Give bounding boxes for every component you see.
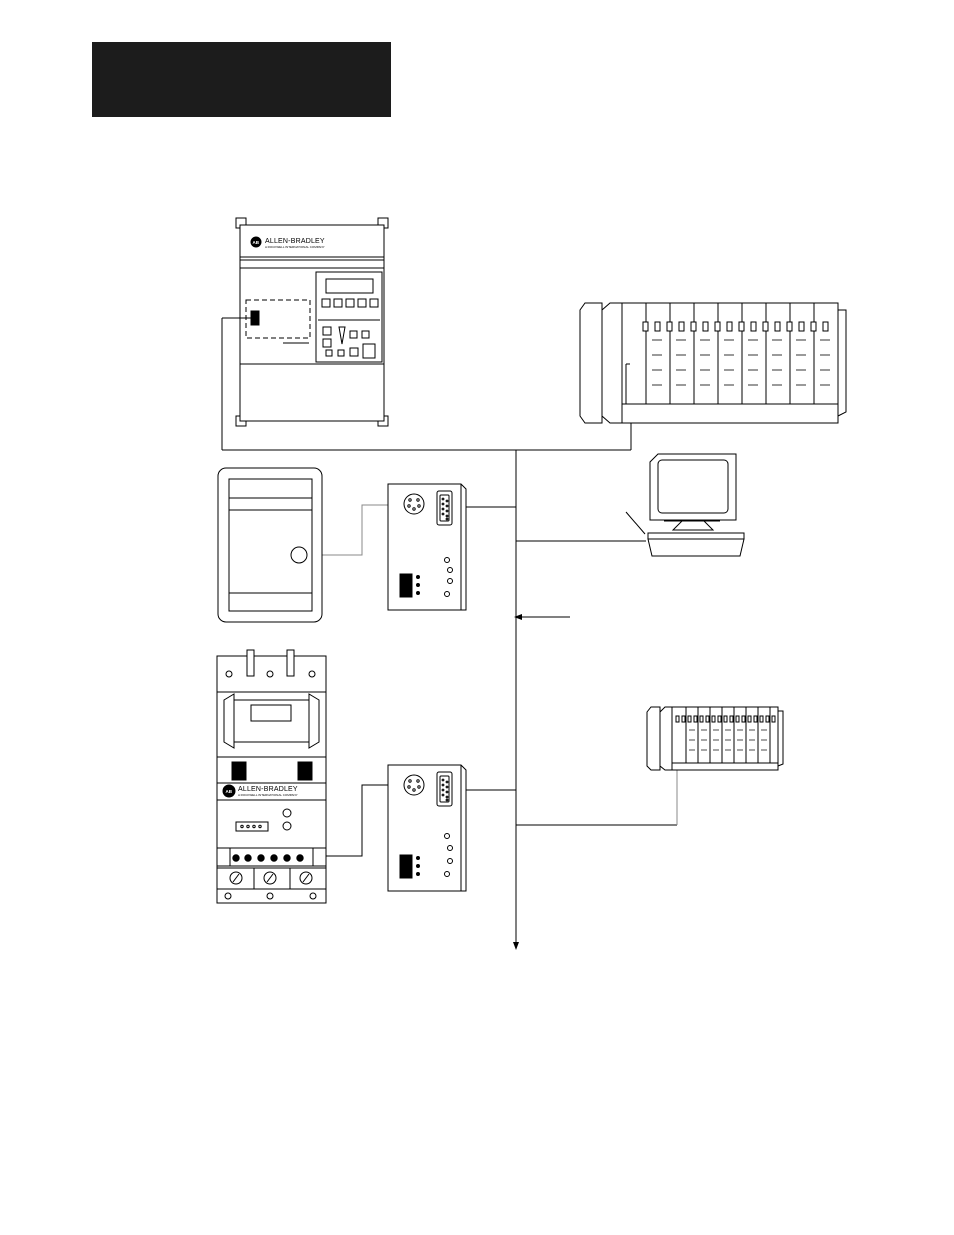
computer-icon — [625, 453, 745, 557]
drive-tagline: A ROCKWELL INTERNATIONAL COMPANY — [265, 245, 325, 249]
starter-tagline: A ROCKWELL INTERNATIONAL COMPANY — [238, 793, 298, 797]
plc-rack-icon — [579, 302, 847, 424]
network-cabling — [221, 317, 678, 950]
motor-starter-icon: AB ALLEN-BRADLEY A ROCKWELL INTERNATIONA… — [216, 649, 327, 904]
pc-tower-icon — [217, 467, 323, 623]
io-rack-icon — [646, 706, 784, 771]
network-interface-icon — [387, 483, 467, 611]
drive-brand-label: ALLEN-BRADLEY — [265, 238, 325, 245]
drive-logo: AB — [253, 240, 260, 245]
ac-drive-icon: AB ALLEN-BRADLEY A ROCKWELL INTERNATIONA… — [235, 217, 389, 427]
header-block — [92, 42, 391, 117]
starter-logo: AB — [226, 789, 233, 794]
network-interface-icon — [387, 764, 467, 892]
starter-brand-label: ALLEN-BRADLEY — [238, 786, 298, 793]
